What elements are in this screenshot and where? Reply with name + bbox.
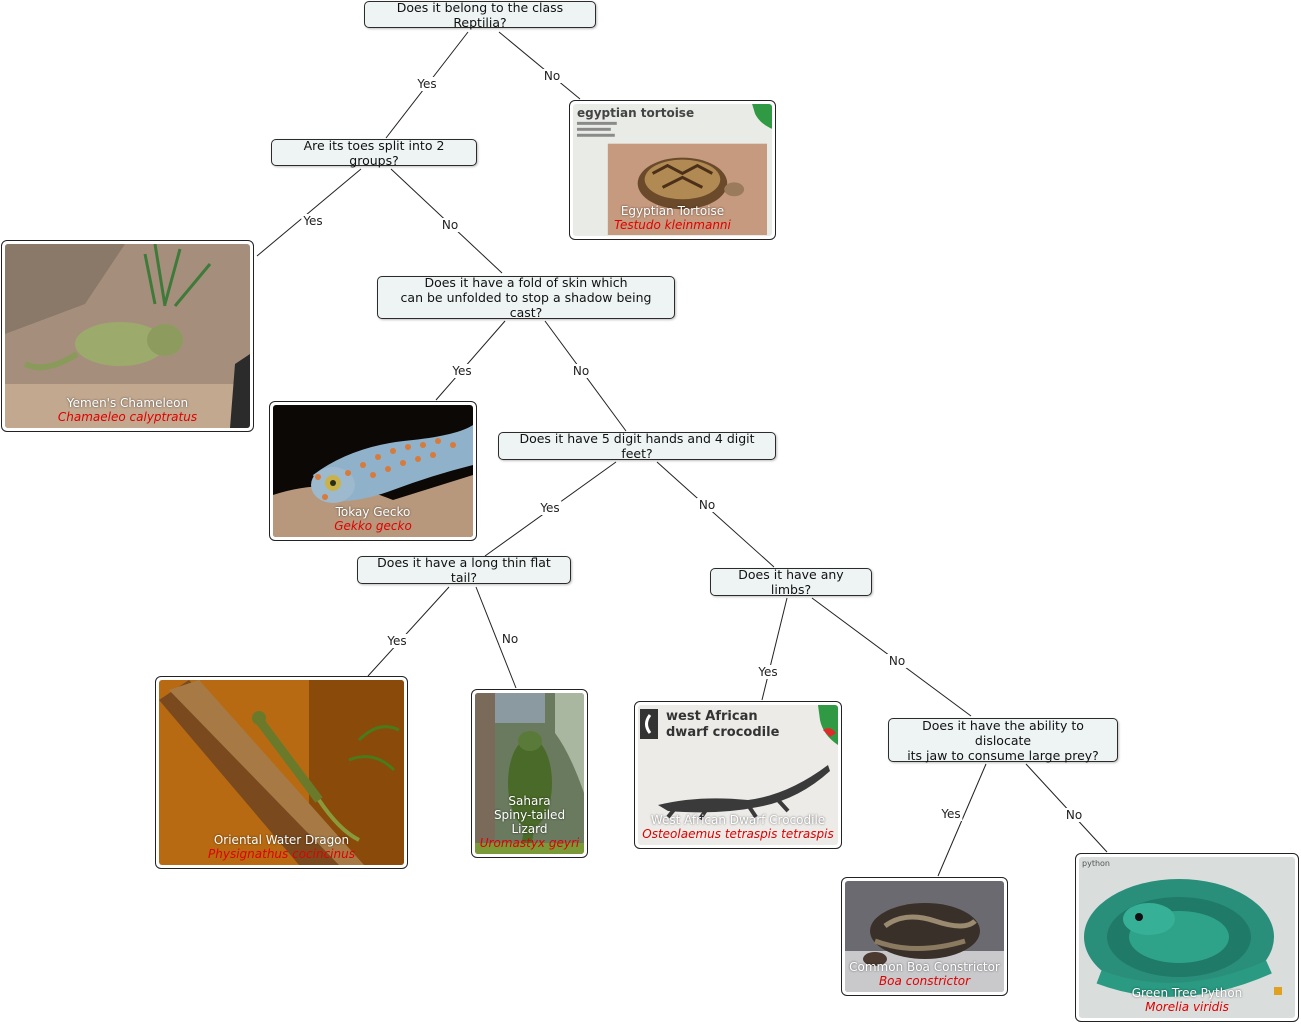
latin-name: Gekko gecko: [273, 519, 473, 533]
common-name: Egyptian Tortoise: [573, 204, 772, 218]
latin-name: Osteolaemus tetraspis tetraspis: [638, 827, 838, 841]
card-oriental-water-dragon: Oriental Water Dragon Physignathus cocin…: [155, 676, 408, 869]
sahara-spiny-tailed-lizard-photo: Sahara Spiny-tailed Lizard Uromastyx gey…: [475, 693, 584, 854]
edge-tail-yes: [368, 587, 449, 676]
edge-label-yes: Yes: [450, 364, 473, 378]
common-boa-constrictor-photo: Common Boa Constrictor Boa constrictor: [845, 881, 1004, 992]
tokay-gecko-photo: Tokay Gecko Gekko gecko: [273, 405, 473, 537]
west-african-dwarf-crocodile-photo: west African dwarf crocodile West Africa…: [638, 705, 838, 845]
edge-label-yes: Yes: [538, 501, 561, 515]
edge-digits-no: [657, 462, 774, 567]
card-common-boa-constrictor: Common Boa Constrictor Boa constrictor: [841, 877, 1008, 996]
edge-label-yes: Yes: [939, 807, 962, 821]
card-tokay-gecko: Tokay Gecko Gekko gecko: [269, 401, 477, 541]
card-sahara-spiny-tailed-lizard: Sahara Spiny-tailed Lizard Uromastyx gey…: [471, 689, 588, 858]
card-west-african-dwarf-crocodile: west African dwarf crocodile West Africa…: [634, 701, 842, 849]
edge-label-no: No: [571, 364, 591, 378]
oriental-water-dragon-photo: Oriental Water Dragon Physignathus cocin…: [159, 680, 404, 865]
edge-skin-yes: [436, 321, 505, 400]
edge-label-no: No: [500, 632, 520, 646]
card-green-tree-python: python Green Tree Python Morelia viridis: [1075, 853, 1299, 1022]
edge-reptilia-no: [499, 32, 580, 99]
edge-toes-yes: [257, 169, 361, 256]
question-digits: Does it have 5 digit hands and 4 digit f…: [498, 432, 776, 460]
common-name: Oriental Water Dragon: [159, 833, 404, 847]
question-tail: Does it have a long thin flat tail?: [357, 556, 571, 584]
edge-label-yes: Yes: [301, 214, 324, 228]
latin-name: Physignathus cocincinus: [159, 847, 404, 861]
green-tree-python-photo: python Green Tree Python Morelia viridis: [1079, 857, 1295, 1018]
sign-title: egyptian tortoise: [577, 106, 694, 120]
edge-label-yes: Yes: [415, 77, 438, 91]
question-reptilia: Does it belong to the class Reptilia?: [364, 1, 596, 28]
edge-label-no: No: [697, 498, 717, 512]
edge-label-yes: Yes: [756, 665, 779, 679]
question-jaw: Does it have the ability to dislocate it…: [888, 718, 1118, 762]
common-name: West African Dwarf Crocodile: [638, 813, 838, 827]
card-yemen-chameleon: Yemen's Chameleon Chamaeleo calyptratus: [1, 240, 254, 432]
latin-name: Chamaeleo calyptratus: [5, 410, 250, 424]
latin-name: Boa constrictor: [845, 974, 1004, 988]
latin-name: Testudo kleinmanni: [573, 218, 772, 232]
common-name: Tokay Gecko: [273, 505, 473, 519]
edge-limbs-yes: [762, 598, 787, 700]
edge-label-no: No: [542, 69, 562, 83]
latin-name: Morelia viridis: [1079, 1000, 1295, 1014]
latin-name: Uromastyx geyri: [475, 836, 584, 850]
common-name: Yemen's Chameleon: [5, 396, 250, 410]
edge-label-no: No: [1064, 808, 1084, 822]
common-name: Green Tree Python: [1079, 986, 1295, 1000]
card-egyptian-tortoise: egyptian tortoise Egyptian Tortoise Test…: [569, 100, 776, 240]
sign-title: west African dwarf crocodile: [666, 709, 779, 741]
yemen-chameleon-photo: Yemen's Chameleon Chamaeleo calyptratus: [5, 244, 250, 428]
sign-fragment: python: [1082, 859, 1110, 868]
edge-label-yes: Yes: [385, 634, 408, 648]
question-limbs: Does it have any limbs?: [710, 568, 872, 596]
question-toes: Are its toes split into 2 groups?: [271, 139, 477, 166]
common-name: Sahara Spiny-tailed Lizard: [475, 794, 584, 836]
egyptian-tortoise-photo: egyptian tortoise Egyptian Tortoise Test…: [573, 104, 772, 236]
common-name: Common Boa Constrictor: [845, 960, 1004, 974]
edge-label-no: No: [440, 218, 460, 232]
edge-label-no: No: [887, 654, 907, 668]
question-skin-fold: Does it have a fold of skin which can be…: [377, 276, 675, 319]
